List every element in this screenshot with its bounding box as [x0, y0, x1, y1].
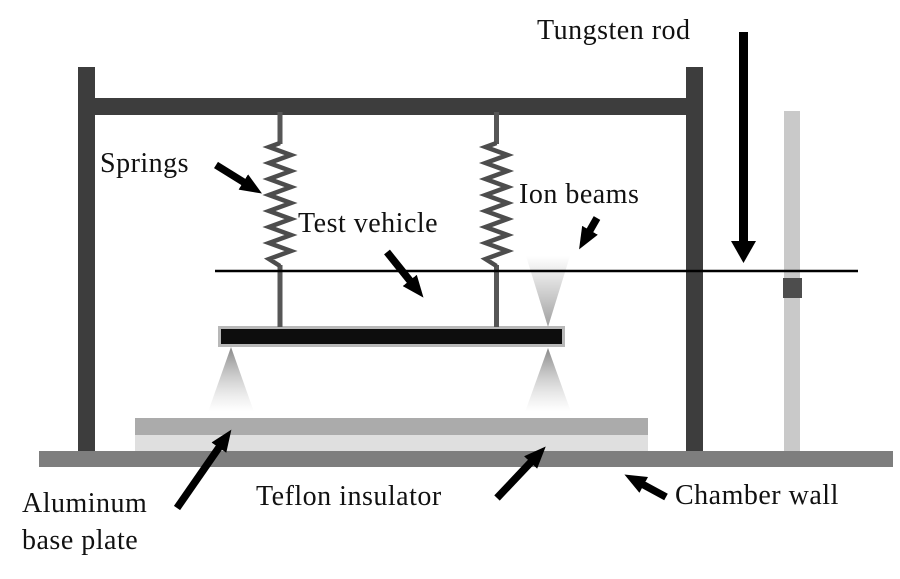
test-vehicle-label: Test vehicle [298, 208, 439, 239]
springs-label: Springs [100, 148, 190, 179]
aluminum-base-plate [135, 418, 648, 435]
teflon-insulator-arrow [494, 446, 546, 501]
test-vehicle-arrow [384, 249, 424, 298]
aluminum-base-plate-label: Aluminum base plate [22, 485, 147, 559]
ion-beam-cone-bottom-right [525, 348, 571, 412]
aluminum-base-plate-label-line2: base plate [22, 525, 139, 557]
test-vehicle-bar [218, 326, 565, 347]
chamber-wall [39, 451, 893, 467]
springs-arrow [214, 161, 262, 194]
teflon-insulator-plate [135, 435, 648, 451]
frame-right-post [686, 67, 703, 451]
tungsten-rod-arrow-head [731, 241, 756, 263]
ion-beams-arrow [579, 216, 601, 250]
left-spring [262, 140, 298, 268]
right-spring [478, 140, 515, 268]
tungsten-rod-label: Tungsten rod [537, 15, 691, 46]
ion-beam-cone-bottom-left [208, 347, 254, 412]
aluminum-base-plate-arrow [173, 429, 232, 511]
aluminum-base-plate-label-line1: Aluminum [22, 488, 148, 519]
chamber-wall-arrow [624, 474, 668, 501]
rod-clamp [783, 278, 802, 298]
ion-beams-label: Ion beams [519, 179, 640, 210]
frame-left-post [78, 67, 95, 451]
chamber-wall-label: Chamber wall [675, 480, 839, 511]
ion-beam-cone-top [526, 256, 570, 327]
teflon-insulator-label: Teflon insulator [256, 481, 442, 512]
frame-top-beam [78, 98, 703, 115]
